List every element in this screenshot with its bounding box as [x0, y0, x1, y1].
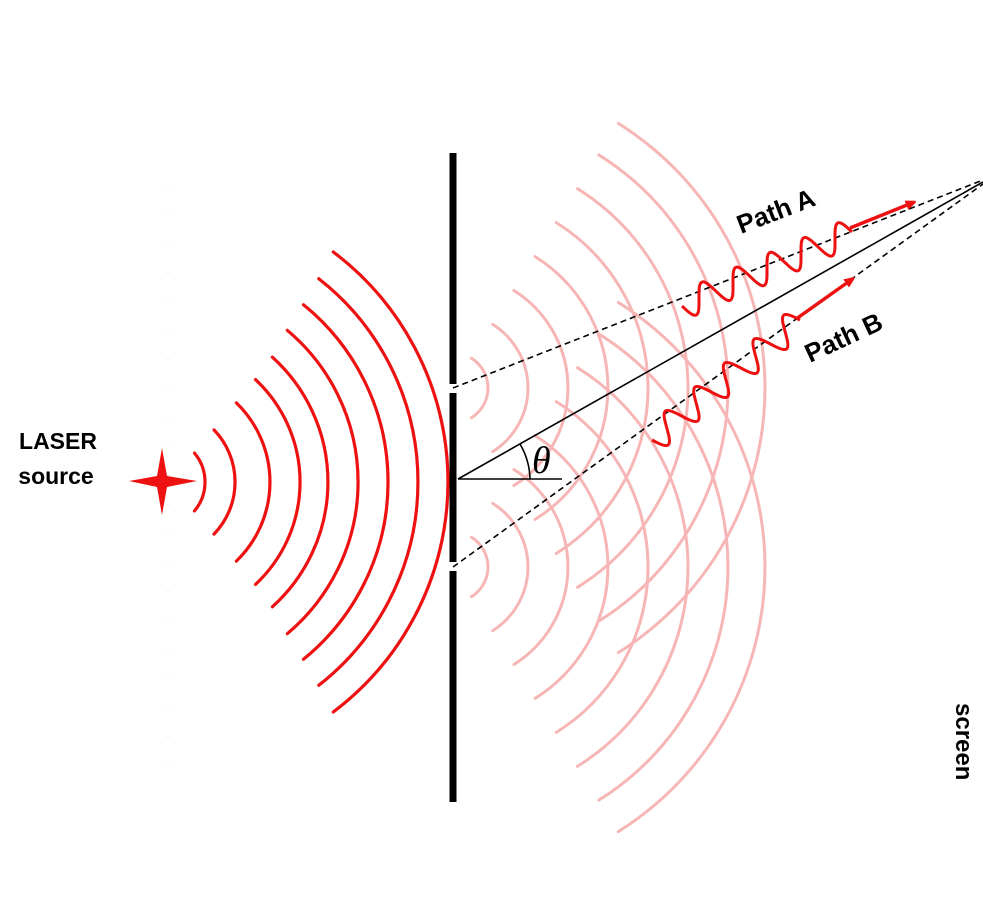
- incident-wavefront: [317, 277, 420, 687]
- diffracted-wavefront-bottom: [491, 501, 530, 633]
- path-line-bottom-slit: [452, 183, 983, 568]
- screen-label: screen: [950, 703, 977, 780]
- incident-wavefront: [301, 303, 390, 661]
- source-label-line1: LASER: [19, 428, 97, 454]
- incident-wavefront: [270, 355, 330, 609]
- four-point-star-icon: [129, 448, 197, 515]
- incident-wavefront: [192, 451, 207, 513]
- diffracted-wavefront-bottom: [576, 366, 690, 768]
- diffracted-wavefront-bottom: [616, 300, 767, 834]
- diffracted-wavefront-bottom: [554, 400, 650, 734]
- center-line: [457, 181, 983, 480]
- diffracted-wavefront-bottom: [533, 434, 610, 700]
- incident-wavefront: [285, 328, 360, 636]
- path-b-label: Path B: [800, 306, 887, 368]
- diffracted-wavefront-top: [576, 187, 690, 589]
- angle-arc: [519, 443, 531, 480]
- source-label-line2: source: [18, 463, 93, 489]
- diffracted-wavefront-bottom: [470, 535, 490, 599]
- photon-wavepacket-path-a: [680, 221, 854, 317]
- incident-wavefront: [234, 401, 272, 563]
- diffracted-wavefront-top: [533, 255, 610, 521]
- diffracted-wavefront-top: [512, 289, 570, 487]
- incident-wavefront: [212, 428, 237, 536]
- incident-wavefront: [331, 250, 450, 714]
- diffracted-wavefront-bottom: [597, 332, 730, 802]
- photon-wavepacket-path-b: [651, 313, 801, 447]
- arrow-icon-path-a: [849, 203, 912, 230]
- diffracted-wavefronts-bottom-slit: [470, 300, 767, 834]
- angle-label: θ: [532, 440, 551, 482]
- incident-wavefronts: [192, 250, 450, 714]
- path-a-label: Path A: [732, 182, 819, 239]
- arrow-icon-path-b: [794, 280, 851, 321]
- incident-wavefront: [253, 378, 302, 586]
- diffracted-wavefront-top: [491, 322, 530, 454]
- path-line-top-slit: [452, 179, 983, 389]
- diffracted-wavefront-top: [554, 221, 650, 555]
- diffracted-wavefront-bottom: [512, 468, 570, 666]
- diffracted-wavefront-top: [616, 121, 767, 655]
- diffracted-wavefront-top: [470, 356, 490, 420]
